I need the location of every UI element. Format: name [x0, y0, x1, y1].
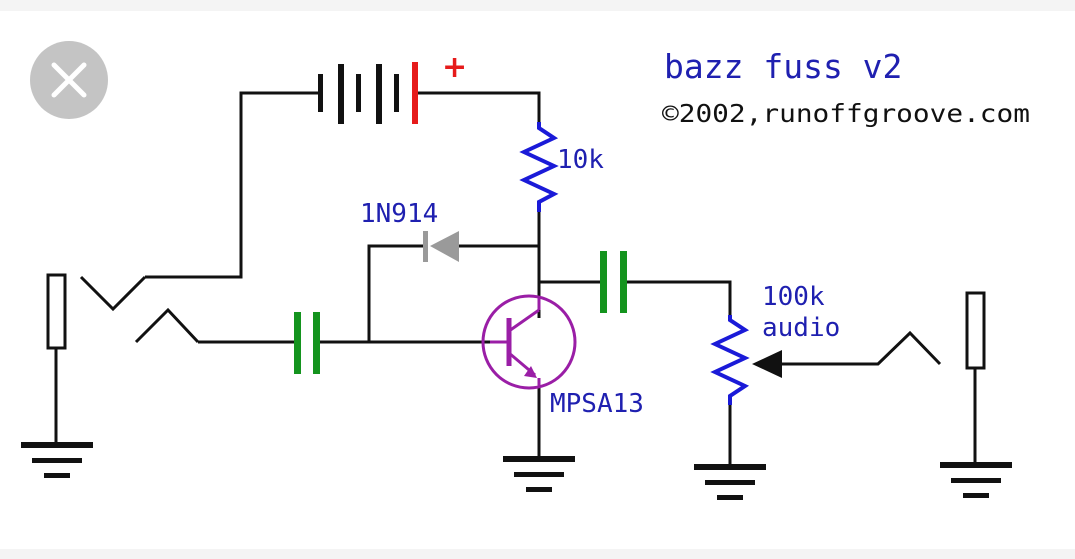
ground-pot-icon — [694, 464, 766, 500]
battery-icon — [318, 62, 418, 124]
close-button[interactable] — [30, 41, 108, 119]
ground-emitter-icon — [503, 456, 575, 492]
resistor-label: 10k — [557, 145, 604, 175]
transistor-mpsa13-icon — [481, 294, 577, 390]
input-jack-icon — [46, 273, 67, 350]
ground-input-icon — [21, 442, 93, 478]
potentiometer-100k-icon — [710, 315, 750, 405]
wires — [54, 91, 977, 465]
copyright-label: ©2002,runoffgroove.com — [662, 99, 1030, 128]
battery-polarity-label: + — [442, 50, 467, 85]
input-capacitor-icon — [294, 312, 320, 374]
resistor-10k-icon — [519, 122, 559, 212]
pot-taper-label: audio — [762, 313, 840, 343]
ground-output-icon — [940, 462, 1012, 498]
pot-wiper-arrow-icon — [752, 350, 782, 378]
close-icon — [51, 62, 87, 98]
pot-value-label: 100k — [762, 282, 825, 312]
transistor-label: MPSA13 — [550, 389, 644, 419]
diagram-title: bazz fuss v2 — [664, 47, 902, 86]
output-capacitor-icon — [600, 251, 627, 313]
diode-1n914-icon — [423, 231, 459, 262]
diode-label: 1N914 — [360, 199, 438, 229]
output-jack-icon — [965, 291, 986, 370]
